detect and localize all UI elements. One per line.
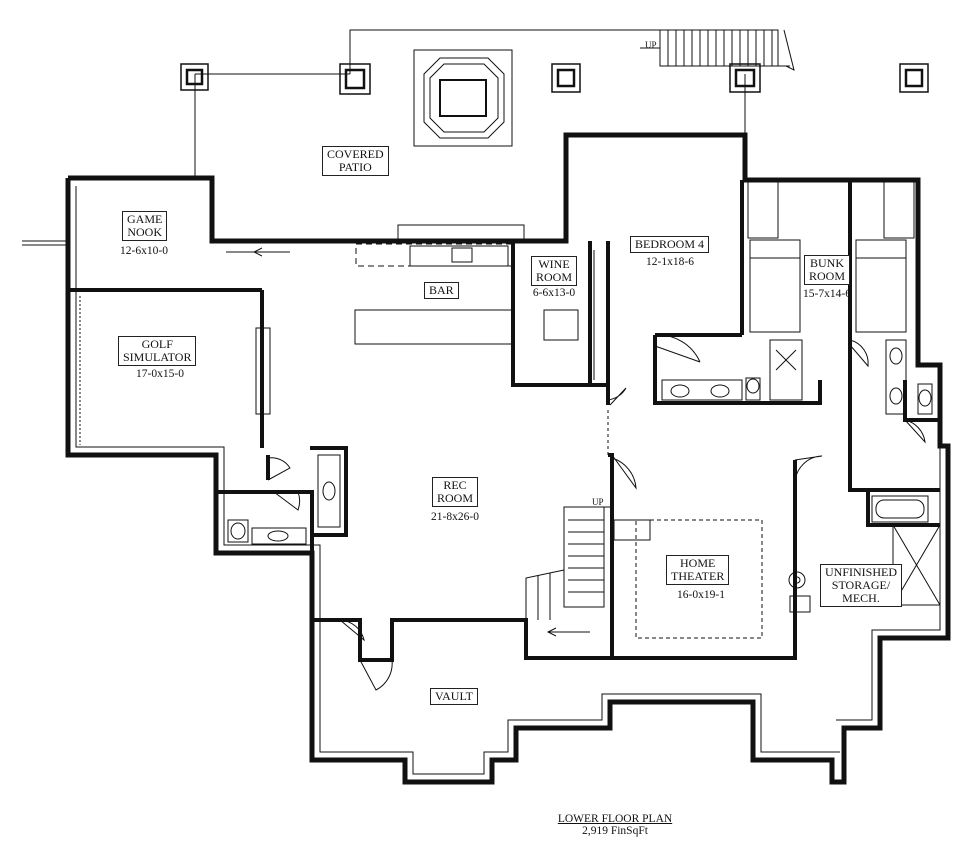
covered-patio-line2: PATIO xyxy=(338,160,372,174)
golf-simulator-line1: GOLF xyxy=(141,337,173,351)
vault-label: VAULT xyxy=(430,688,479,705)
bunk-room-dim: 15-7x14-6 xyxy=(803,288,851,300)
wine-room-label: WINE ROOM xyxy=(531,256,578,286)
interior-walls xyxy=(68,180,940,662)
bunk-bath xyxy=(871,339,933,523)
home-theater-line1: HOME xyxy=(679,556,716,570)
unfinished-storage-line3: MECH. xyxy=(842,591,880,605)
theater-riser xyxy=(613,519,763,639)
rec-room-label: REC ROOM xyxy=(432,477,479,507)
exterior-wall-inner-lines xyxy=(22,186,941,775)
bunk-beds xyxy=(747,181,915,333)
bedroom-4-line1: BEDROOM 4 xyxy=(635,237,705,251)
wine-room-line1: WINE xyxy=(538,257,570,271)
plan-title-area: 2,919 FinSqFt xyxy=(582,825,648,837)
rec-room-line2: ROOM xyxy=(437,491,474,505)
rec-room-line1: REC xyxy=(443,478,467,492)
powder-room xyxy=(224,454,341,545)
bedroom-4-label: BEDROOM 4 xyxy=(630,236,710,253)
interior-stair xyxy=(525,506,612,637)
wine-room-furniture xyxy=(543,250,595,380)
covered-patio-label: COVERED PATIO xyxy=(322,146,389,176)
game-nook-line2: NOOK xyxy=(127,225,162,239)
patio-fireplace xyxy=(413,49,513,147)
wine-room-dim: 6-6x13-0 xyxy=(532,287,576,299)
bar-label: BAR xyxy=(424,282,459,299)
interior-stair-up-label: UP xyxy=(592,497,604,507)
patio-stair-up-label: UP xyxy=(645,40,657,50)
wine-room-line2: ROOM xyxy=(536,270,573,284)
golf-simulator-screen xyxy=(79,296,271,445)
patio-columns xyxy=(180,63,929,95)
bunk-room-label: BUNK ROOM xyxy=(804,255,851,285)
game-nook-label: GAME NOOK xyxy=(122,211,168,241)
game-nook-line1: GAME xyxy=(127,212,163,226)
plan-title-name: LOWER FLOOR PLAN xyxy=(557,813,673,825)
bedroom-bath xyxy=(654,334,803,401)
patio-stair xyxy=(640,29,795,71)
unfinished-storage-line1: UNFINISHED xyxy=(825,565,897,579)
home-theater-label: HOME THEATER xyxy=(666,555,730,585)
door-swings xyxy=(267,339,926,691)
golf-simulator-line2: SIMULATOR xyxy=(123,350,192,364)
plan-title: LOWER FLOOR PLAN 2,919 FinSqFt xyxy=(520,813,710,837)
vault-line1: VAULT xyxy=(435,689,474,703)
exterior-walls xyxy=(65,132,951,785)
bunk-room-line1: BUNK xyxy=(810,256,845,270)
bunk-room-line2: ROOM xyxy=(809,269,846,283)
golf-simulator-label: GOLF SIMULATOR xyxy=(118,336,197,366)
covered-patio-line1: COVERED xyxy=(327,147,384,161)
unfinished-storage-label: UNFINISHED STORAGE/ MECH. xyxy=(820,564,902,607)
home-theater-dim: 16-0x19-1 xyxy=(677,589,725,601)
bedroom-4-dim: 12-1x18-6 xyxy=(646,256,694,268)
home-theater-line2: THEATER xyxy=(671,569,725,583)
golf-simulator-dim: 17-0x15-0 xyxy=(136,368,184,380)
game-nook-dim: 12-6x10-0 xyxy=(120,245,168,257)
unfinished-storage-line2: STORAGE/ xyxy=(831,578,891,592)
covered-patio-outline xyxy=(194,29,779,176)
mechanical-equipment xyxy=(788,524,941,613)
rec-room-dim: 21-8x26-0 xyxy=(431,511,479,523)
bar-line1: BAR xyxy=(429,283,454,297)
bar-counter xyxy=(226,224,525,345)
